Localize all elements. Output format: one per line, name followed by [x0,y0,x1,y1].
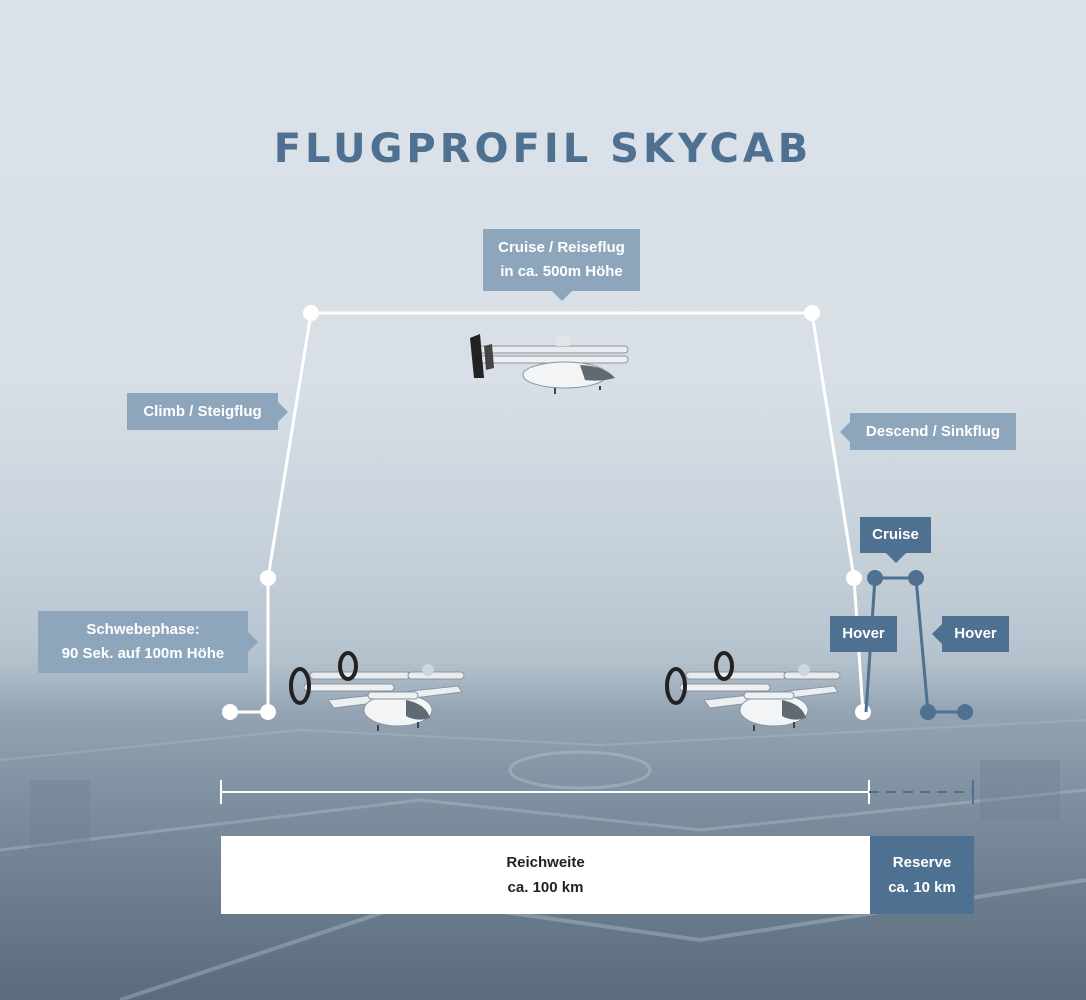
cruise-callout-line1: Cruise / Reiseflug [498,239,625,256]
climb-callout-label: Climb / Steigflug [143,402,262,420]
reserve-hover-left-callout: Hover [830,616,897,652]
cruise-callout: Cruise / Reiseflug in ca. 500m Höhe [483,229,640,301]
waypoint-cruise-start [303,305,319,321]
waypoint-start [222,704,238,720]
reserve-value: ca. 10 km [888,879,956,896]
reserve-hover-left-label: Hover [842,625,885,642]
cruise-callout-line2: in ca. 500m Höhe [500,263,623,280]
hover-phase-line2: 90 Sek. auf 100m Höhe [61,645,225,662]
waypoint-descend-end [846,570,862,586]
reserve-cruise-callout: Cruise [860,517,931,563]
reserve-label: Reserve [892,854,952,871]
descend-callout-label: Descend / Sinkflug [865,422,1001,440]
reserve-hover-right-callout: Hover [932,616,1009,652]
aircraft-takeoff-icon [289,651,465,731]
waypoint-hover-top [260,570,276,586]
waypoint-cruise-end [804,305,820,321]
descend-callout: Descend / Sinkflug [840,413,1016,450]
hover-phase-callout: Schwebephase: 90 Sek. auf 100m Höhe [38,611,258,673]
landscape-background [0,660,1086,1000]
reserve-hover-right-label: Hover [954,625,997,642]
climb-callout: Climb / Steigflug [127,393,288,430]
waypoint-landing [855,704,871,720]
aircraft-cruise-icon [470,334,629,394]
range-value: ca. 100 km [507,879,584,896]
waypoint-liftoff [260,704,276,720]
range-bar: Reichweite ca. 100 km [221,836,870,914]
aircraft-landing-icon [665,651,841,731]
distance-scale [220,780,974,804]
flight-path [222,305,871,720]
page-title: FLUGPROFIL SKYCAB [273,126,813,172]
range-label: Reichweite [506,854,585,871]
reserve-bar: Reserve ca. 10 km [870,836,974,914]
reserve-cruise-label: Cruise [872,526,919,543]
hover-phase-line1: Schwebephase: [86,621,200,638]
